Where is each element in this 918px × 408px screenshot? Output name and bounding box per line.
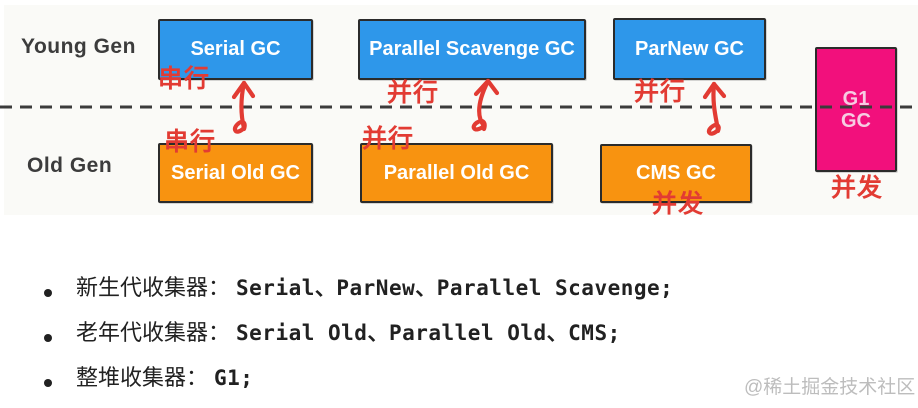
note-whole-heap-zh: 整堆收集器： — [76, 365, 209, 390]
note-young-gen-zh: 新生代收集器： — [76, 275, 231, 300]
serial-gc-label: Serial GC — [190, 38, 281, 60]
annotation-g1-concurrent: 并发 — [831, 174, 884, 202]
old-gen-label: Old Gen — [27, 154, 113, 177]
young-gen-label: Young Gen — [21, 35, 136, 58]
parallel-scavenge-gc-label: Parallel Scavenge GC — [369, 38, 575, 60]
note-young-gen-collectors: Serial、ParNew、Parallel Scavenge; — [236, 276, 674, 300]
cms-gc-box: CMS GC — [600, 144, 752, 203]
serial-old-gc-box: Serial Old GC — [158, 143, 313, 203]
g1-gc-box: G1 GC — [815, 47, 897, 172]
parnew-gc-box: ParNew GC — [613, 18, 766, 80]
note-old-gen-zh: 老年代收集器： — [76, 320, 231, 345]
bullet-icon — [44, 288, 52, 297]
serial-old-gc-label: Serial Old GC — [171, 161, 300, 184]
bullet-icon — [44, 333, 52, 342]
juejin-watermark: @稀土掘金技术社区 — [744, 377, 916, 398]
serial-gc-box: Serial GC — [158, 19, 313, 80]
parallel-old-gc-label: Parallel Old GC — [383, 161, 530, 184]
cms-gc-label: CMS GC — [636, 162, 716, 184]
annotation-serial-young: 串行 — [158, 65, 211, 93]
annotation-cms-concurrent: 并发 — [652, 190, 705, 218]
list-item: 整堆收集器： G1; — [44, 360, 764, 405]
parnew-gc-label: ParNew GC — [635, 37, 744, 60]
note-whole-heap-collectors: G1; — [214, 366, 254, 390]
parallel-scavenge-gc-box: Parallel Scavenge GC — [358, 19, 586, 80]
notes-list: 新生代收集器： Serial、ParNew、Parallel Scavenge;… — [44, 270, 764, 405]
annotation-parallel-old: 并行 — [362, 125, 415, 153]
annotation-parnew-parallel: 并行 — [634, 78, 687, 106]
list-item: 老年代收集器： Serial Old、Parallel Old、CMS; — [44, 315, 764, 360]
annotation-serial-old: 串行 — [164, 128, 217, 156]
parallel-old-gc-box: Parallel Old GC — [360, 143, 553, 203]
annotation-parallel-young: 并行 — [387, 79, 440, 107]
g1-label-line2: GC — [841, 109, 871, 132]
bullet-icon — [44, 378, 52, 387]
note-old-gen-collectors: Serial Old、Parallel Old、CMS; — [236, 321, 621, 345]
list-item: 新生代收集器： Serial、ParNew、Parallel Scavenge; — [44, 270, 764, 315]
g1-label-line1: G1 — [842, 87, 870, 110]
